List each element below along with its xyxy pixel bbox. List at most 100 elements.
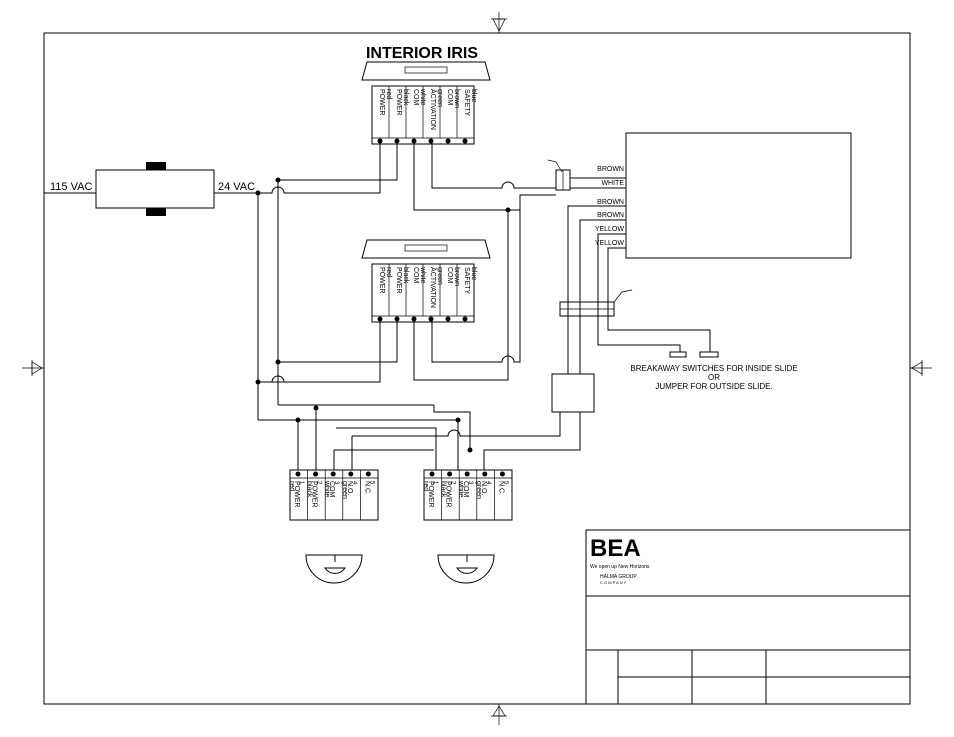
iris-terminal-label: COM — [446, 89, 453, 106]
iris-terminal-label: ACTIVATION — [429, 267, 436, 308]
terminal-screw — [394, 138, 400, 144]
door-control-box — [625, 132, 852, 259]
center-mark-left — [22, 360, 44, 376]
iris-terminal-label: COM — [412, 267, 419, 284]
sensor-terminal-label: COM — [328, 481, 335, 498]
motion-sensor-2 — [437, 554, 495, 584]
iris-terminal-label: red — [385, 89, 392, 99]
iris-terminal-label: brown — [453, 89, 460, 108]
terminal-screw — [428, 138, 434, 144]
control-wire-label: BROWN — [597, 166, 624, 173]
junction-dots — [255, 177, 511, 453]
sensor-terminal-label: POWER — [445, 481, 452, 507]
iris-terminal-label: SAFETY — [463, 89, 470, 117]
iris-terminal-label: COM — [446, 267, 453, 284]
sensor-terminal-label: COM — [462, 481, 469, 498]
terminal-screw — [462, 138, 468, 144]
sensor-terminal-label: N.O. — [480, 481, 487, 495]
iris-terminal-label: brown — [453, 267, 460, 286]
terminal-screw — [377, 316, 383, 322]
iris-terminal-label: black — [402, 267, 409, 284]
iris-terminal-label: blue — [470, 267, 477, 280]
iris-terminal-label: POWER — [395, 89, 402, 115]
sensor-terminal-label: 2 — [316, 481, 322, 485]
iris-terminal-label: green — [436, 267, 443, 285]
control-wire-label: WHITE — [601, 180, 624, 187]
power-wiring — [257, 142, 719, 470]
terminal-screw — [429, 471, 435, 477]
terminal-screw — [499, 471, 505, 477]
bea-tagline: We open up New Horizons — [590, 564, 650, 570]
secondary-voltage-label: 24 VAC — [218, 181, 255, 193]
terminal-screw — [295, 471, 301, 477]
iris-2-terminal-block — [371, 263, 475, 323]
primary-voltage-label: 115 VAC — [50, 181, 92, 193]
terminal-screw — [482, 471, 488, 477]
iris-terminal-label: ACTIVATION — [429, 89, 436, 130]
terminal-screw — [445, 316, 451, 322]
terminal-screw — [377, 138, 383, 144]
terminal-screw — [394, 316, 400, 322]
transformer — [44, 162, 268, 216]
center-mark-top — [491, 12, 507, 33]
iris-terminal-label: COM — [412, 89, 419, 106]
sensor-terminal-label: red — [422, 481, 429, 491]
sensor-terminal-label: 2 — [450, 481, 456, 485]
sensor-terminal-label: 5 — [502, 481, 508, 485]
sensor-terminal-label: red — [288, 481, 295, 491]
terminal-screw — [462, 316, 468, 322]
control-wire-label: YELLOW — [595, 240, 625, 247]
iris-terminal-label: red — [385, 267, 392, 277]
sensor-terminal-label: black — [306, 481, 313, 498]
iris-terminal-label: SAFETY — [463, 267, 470, 295]
terminal-screw — [428, 316, 434, 322]
iris-1-terminal-block — [371, 85, 475, 145]
sensor-terminal-label: green — [475, 481, 482, 499]
terminal-screw — [365, 471, 371, 477]
breakaway-note-line1: BREAKAWAY SWITCHES FOR INSIDE SLIDE — [630, 364, 797, 373]
control-wire-label: BROWN — [597, 212, 624, 219]
title-block — [585, 529, 911, 705]
breakaway-note-line2: OR — [708, 373, 720, 382]
iris-sensor-2-cover — [361, 239, 491, 259]
diagram-title: INTERIOR IRIS — [366, 45, 478, 62]
control-wire-labels: BROWN WHITE BROWN BROWN YELLOW YELLOW — [595, 166, 625, 247]
terminal-screw — [313, 471, 319, 477]
center-mark-bottom — [491, 704, 507, 725]
terminal-screw — [464, 471, 470, 477]
sensor-terminal-label: black — [440, 481, 447, 498]
sensor-terminal-label: white — [323, 480, 330, 497]
sensor-terminal-label: 1 — [298, 481, 304, 485]
iris-terminal-label: white — [419, 88, 426, 105]
motion-sensor-1 — [305, 554, 363, 584]
terminal-screw — [411, 316, 417, 322]
halma-group-line1: HALMA GROUP — [600, 574, 637, 580]
sensor-terminal-label: N.C. — [497, 481, 504, 495]
sensor-terminal-label: 3 — [467, 481, 473, 485]
bea-logo: BEA — [590, 535, 641, 562]
iris-terminal-label: POWER — [378, 89, 385, 115]
iris-terminal-label: POWER — [395, 267, 402, 293]
iris-terminal-label: POWER — [378, 267, 385, 293]
iris-terminal-label: green — [436, 89, 443, 107]
sensor-terminal-label: 5 — [368, 481, 374, 485]
sensor-terminal-label: POWER — [293, 481, 300, 507]
sensor-terminal-label: N.O. — [346, 481, 353, 495]
sensor-terminal-label: 4 — [485, 481, 491, 485]
iris-sensor-1-cover — [361, 61, 491, 81]
sensor-terminal-label: POWER — [427, 481, 434, 507]
sensor-terminal-label: green — [341, 481, 348, 499]
control-wire-label: YELLOW — [595, 226, 625, 233]
terminal-screw — [447, 471, 453, 477]
control-wire-label: BROWN — [597, 199, 624, 206]
sensor-terminal-label: N.C. — [363, 481, 370, 495]
sensor-terminal-label: POWER — [311, 481, 318, 507]
terminal-screw — [411, 138, 417, 144]
center-mark-right — [910, 360, 932, 376]
drawing-border — [43, 32, 911, 705]
iris-terminal-label: blue — [470, 89, 477, 102]
